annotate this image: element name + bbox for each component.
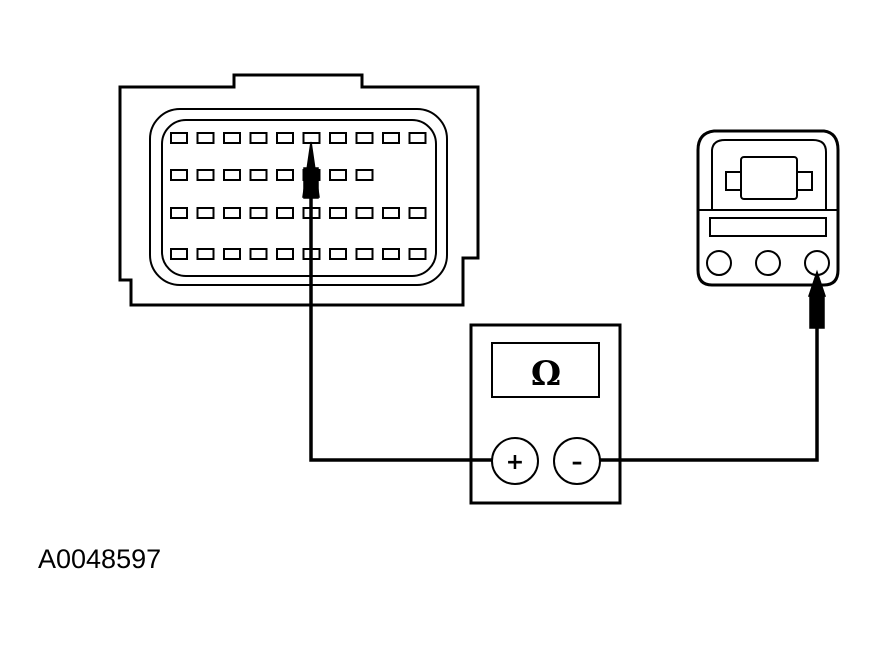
module-pin: [355, 248, 374, 260]
module-pin: [355, 169, 374, 181]
negative-probe: [807, 269, 827, 329]
positive-probe: [302, 141, 320, 199]
sensor-connector-lock-tab-right: [796, 171, 813, 191]
module-pin: [249, 169, 268, 181]
module-pin: [170, 207, 188, 219]
sensor-connector-lock-tab: [740, 156, 798, 200]
module-pin: [382, 248, 400, 260]
module-pin: [302, 132, 321, 144]
sensor-connector-slot: [709, 217, 827, 237]
module-pin: [223, 207, 241, 219]
module-pin: [408, 207, 427, 219]
sensor-connector: [696, 129, 840, 287]
module-pin: [276, 169, 294, 181]
module-pin: [382, 132, 400, 144]
module-pin: [249, 248, 268, 260]
multimeter-display: [491, 342, 600, 398]
module-pin: [249, 132, 268, 144]
negative-terminal-label: –: [572, 450, 583, 475]
module-pin: [196, 248, 215, 260]
module-connector-housing: [118, 73, 480, 307]
negative-test-lead: [600, 326, 819, 462]
module-pin: [170, 248, 188, 260]
module-pin: [276, 248, 294, 260]
module-pin: [170, 169, 188, 181]
module-pin: [408, 248, 427, 260]
module-pin: [329, 248, 347, 260]
module-connector: [118, 73, 480, 307]
module-pin: [223, 169, 241, 181]
module-pin: [196, 132, 215, 144]
module-pin: [196, 207, 215, 219]
multimeter-body: [469, 323, 622, 505]
module-connector-face: [149, 108, 448, 286]
module-pin: [329, 132, 347, 144]
multimeter: Ω + –: [469, 323, 622, 505]
sensor-pin-1: [706, 250, 732, 276]
module-pin: [196, 169, 215, 181]
positive-terminal-label: +: [506, 450, 524, 475]
module-pin: [276, 132, 294, 144]
module-pin: [170, 132, 188, 144]
module-pin: [329, 169, 347, 181]
module-pin: [223, 248, 241, 260]
sensor-pin-2: [755, 250, 781, 276]
module-connector-pins: [170, 132, 427, 260]
sensor-connector-housing: [696, 129, 840, 287]
module-pin: [329, 207, 347, 219]
sensor-connector-lock-tab-left: [725, 171, 742, 191]
module-pin: [249, 207, 268, 219]
figure-id-label: A0048597: [38, 544, 162, 574]
module-pin: [276, 207, 294, 219]
module-pin: [355, 132, 374, 144]
module-pin: [223, 132, 241, 144]
module-pin: [382, 207, 400, 219]
ohm-symbol: Ω: [531, 354, 561, 394]
module-connector-face-inner: [161, 119, 437, 277]
positive-test-lead: [309, 195, 492, 462]
module-pin: [408, 132, 427, 144]
sensor-connector-latch: [711, 139, 827, 210]
module-pin: [355, 207, 374, 219]
